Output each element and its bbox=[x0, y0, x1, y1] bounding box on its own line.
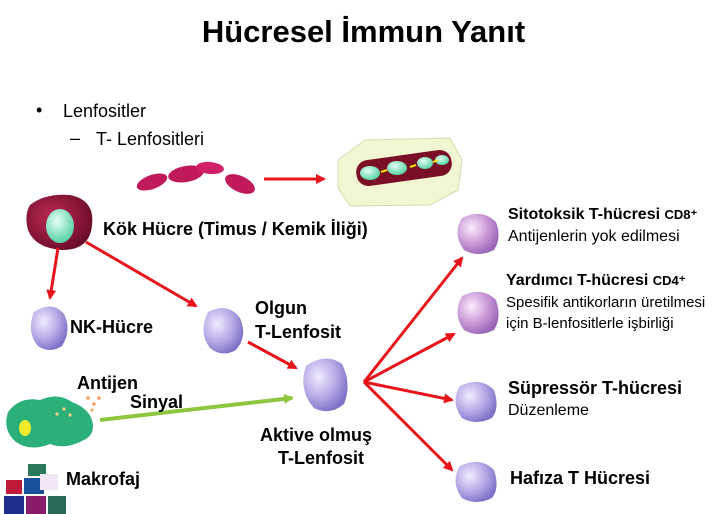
macrophage-label: Makrofaj bbox=[66, 469, 141, 489]
nk-cell-icon bbox=[30, 306, 68, 350]
activated-t-label-2: T-Lenfosit bbox=[278, 448, 364, 468]
activated-t-label-1: Aktive olmuş bbox=[260, 425, 373, 445]
mature-t-label-1: Olgun bbox=[255, 298, 307, 318]
helper-desc-1: Spesifik antikorların üretilmesi bbox=[506, 294, 706, 311]
arrow-stem-to-mature bbox=[85, 240, 198, 308]
cytotoxic-title-row: Sitotoksik T-hücresi CD8⁺ bbox=[508, 206, 697, 224]
helper-title: Yardımcı T-hücresi bbox=[506, 272, 649, 289]
suppressor-title: Süpressör T-hücresi bbox=[508, 378, 683, 398]
suppressor-desc: Düzenleme bbox=[508, 402, 589, 419]
stem-cell-icon bbox=[26, 194, 93, 250]
helper-tag: CD4⁺ bbox=[652, 273, 686, 288]
signal-arrow bbox=[99, 393, 294, 422]
red-blood-cells-icon bbox=[136, 161, 255, 194]
page-title: Hücresel İmmun Yanıt bbox=[201, 14, 526, 49]
activated-t-cell-icon bbox=[303, 358, 348, 412]
bullet-marker-1: • bbox=[36, 100, 43, 120]
nk-cell-label: NK-Hücre bbox=[70, 317, 154, 337]
helper-desc-2: için B-lenfositlerle işbirliği bbox=[506, 315, 674, 332]
memory-title: Hafıza T Hücresi bbox=[510, 468, 651, 488]
cytotoxic-tag: CD8⁺ bbox=[664, 207, 698, 222]
cytotoxic-desc: Antijenlerin yok edilmesi bbox=[508, 228, 680, 245]
stem-cell-label: Kök Hücre (Timus / Kemik İliği) bbox=[103, 219, 368, 239]
bullet-marker-2: – bbox=[70, 128, 81, 148]
cytotoxic-title: Sitotoksik T-hücresi bbox=[508, 206, 661, 223]
arrow-mature-to-activated bbox=[247, 340, 298, 370]
antigen-label: Antijen bbox=[77, 373, 138, 393]
antigen-dots-icon bbox=[86, 396, 101, 412]
outcome-arrows bbox=[362, 256, 464, 472]
helper-cell-icon bbox=[457, 291, 499, 334]
cytotoxic-cell-icon bbox=[457, 213, 499, 254]
blood-vessel-icon bbox=[337, 137, 463, 207]
signal-label: Sinyal bbox=[130, 392, 184, 412]
arrow-stem-to-nk bbox=[46, 247, 60, 300]
memory-cell-icon bbox=[455, 461, 497, 502]
mature-t-cell-icon bbox=[203, 308, 244, 354]
suppressor-cell-icon bbox=[455, 381, 497, 422]
block-cluster-icon bbox=[4, 464, 66, 514]
mature-t-label-2: T-Lenfosit bbox=[255, 322, 341, 342]
helper-title-row: Yardımcı T-hücresi CD4⁺ bbox=[506, 272, 686, 290]
bullet-lenfositler: Lenfositler bbox=[63, 101, 147, 121]
bullet-t-lenfositleri: T- Lenfositleri bbox=[96, 129, 205, 149]
macrophage-icon bbox=[6, 396, 94, 448]
